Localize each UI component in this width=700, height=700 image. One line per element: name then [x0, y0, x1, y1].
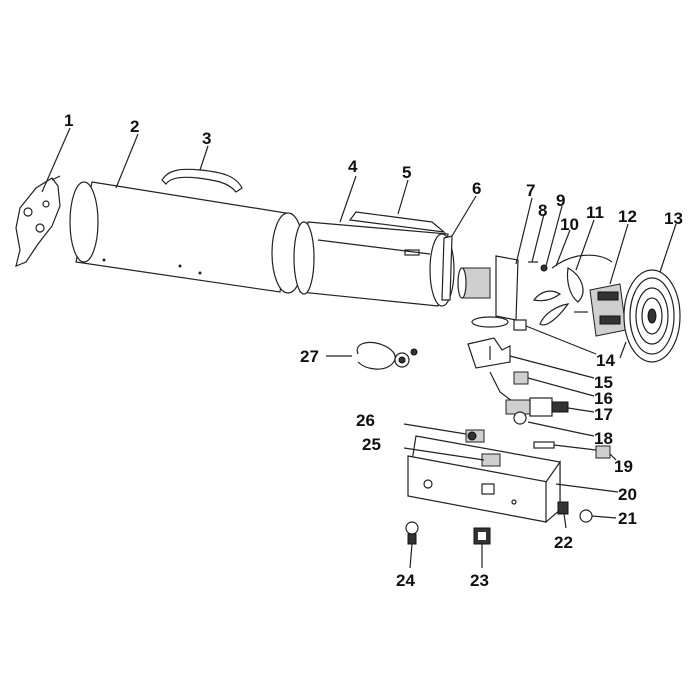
part-19-fitting: 19 [533, 441, 633, 476]
label-11: 11 [586, 203, 604, 222]
part-1-rear-guard: 1 [15, 111, 73, 267]
part-15-bracket: 15 [467, 337, 613, 392]
part-12-motor: 12 [574, 207, 637, 337]
part-11-fan-blade: 11 [532, 203, 613, 326]
part-6-bracket: 6 [441, 179, 481, 301]
label-10: 10 [560, 215, 579, 234]
label-1: 1 [64, 111, 73, 130]
label-23: 23 [470, 571, 489, 590]
label-24: 24 [396, 571, 415, 590]
label-21: 21 [618, 509, 637, 528]
label-17: 17 [594, 405, 613, 424]
label-19: 19 [614, 457, 633, 476]
label-2: 2 [130, 117, 139, 136]
label-13: 13 [664, 209, 683, 228]
label-3: 3 [202, 129, 211, 148]
part-18-rod: 18 [527, 421, 613, 448]
part-22-nut: 22 [554, 501, 573, 552]
label-4: 4 [348, 157, 358, 176]
label-9: 9 [556, 191, 565, 210]
label-20: 20 [618, 485, 637, 504]
label-6: 6 [472, 179, 481, 198]
part-23-switch: 23 [470, 527, 491, 590]
label-7: 7 [526, 181, 535, 200]
part-21-knob: 21 [579, 509, 637, 528]
label-16: 16 [594, 389, 613, 408]
part-25-clip: 25 [362, 435, 501, 467]
label-27: 27 [300, 347, 319, 366]
label-14: 14 [596, 351, 615, 370]
part-27-hose: 27 [300, 341, 418, 370]
label-5: 5 [402, 163, 411, 182]
label-18: 18 [594, 429, 613, 448]
part-24-igniter: 24 [396, 521, 419, 590]
part-4-combustion-chamber: 4 [293, 157, 455, 307]
label-25: 25 [362, 435, 381, 454]
part-8-electrode: 8 [528, 201, 547, 263]
part-17-valve-assembly: 17 [489, 371, 613, 425]
label-8: 8 [538, 201, 547, 220]
part-9-thermocouple: 9 [540, 191, 565, 272]
part-10-wire: 10 [551, 215, 579, 269]
part-5-top-plate: 5 [348, 163, 446, 233]
part-13-front-guard: 13 [619, 209, 683, 363]
label-12: 12 [618, 207, 637, 226]
part-2-outer-shell: 2 [69, 117, 305, 294]
part-7-burner: 7 [457, 181, 535, 328]
part-14-plate: 14 [513, 319, 615, 370]
part-3-handle: 3 [161, 129, 243, 193]
part-16-valve-bracket: 16 [513, 371, 613, 408]
label-26: 26 [356, 411, 375, 430]
label-22: 22 [554, 533, 573, 552]
part-26-connector: 26 [356, 411, 485, 443]
label-15: 15 [594, 373, 613, 392]
